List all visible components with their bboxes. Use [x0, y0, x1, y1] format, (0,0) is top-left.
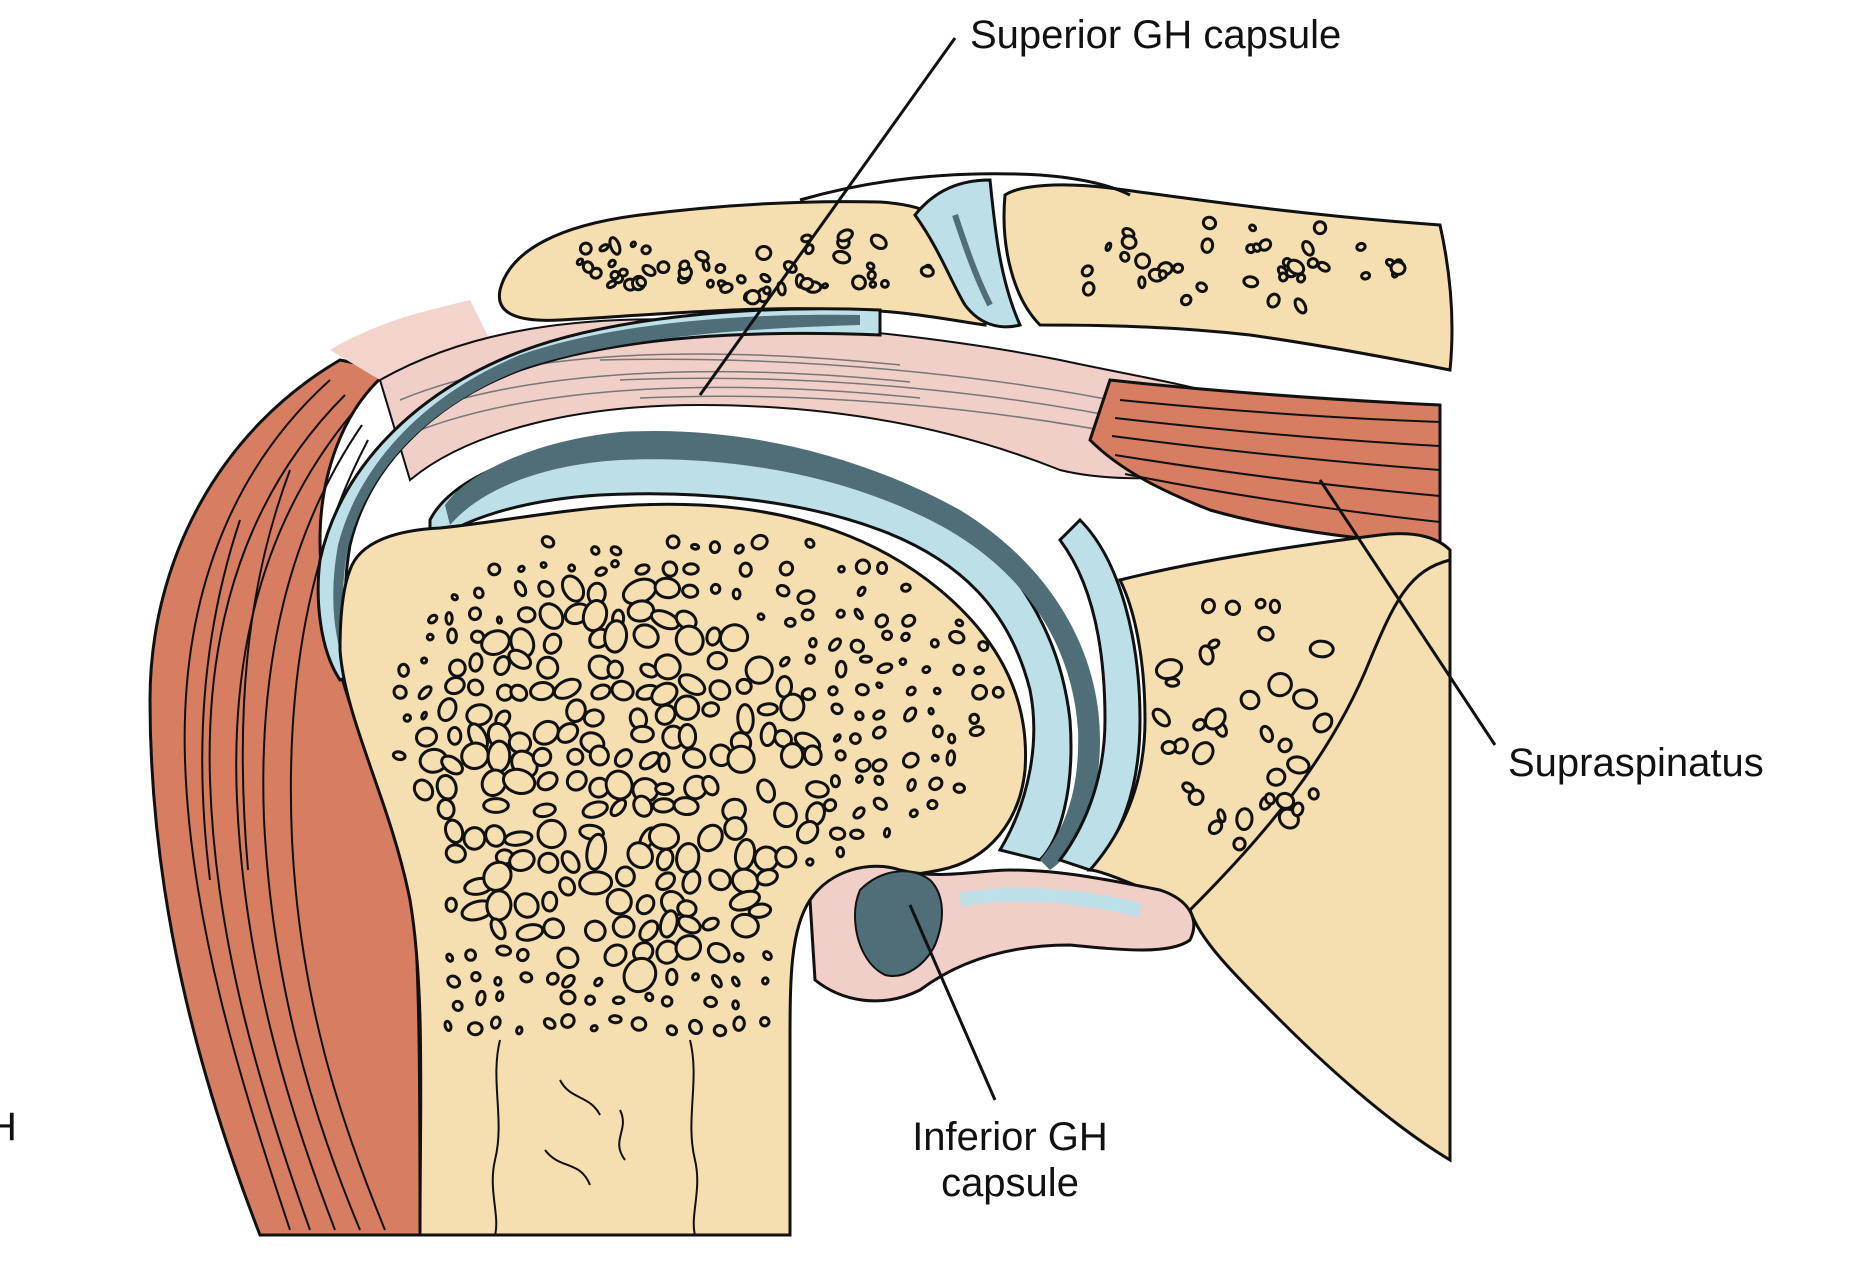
- edge-mark-label: H: [0, 1105, 17, 1149]
- inferior-gh-capsule-label-line1: Inferior GH: [912, 1115, 1108, 1159]
- acromion: [499, 202, 985, 325]
- supraspinatus-label: Supraspinatus: [1508, 741, 1764, 785]
- inferior-gh-capsule-label-line2: capsule: [941, 1161, 1079, 1205]
- clavicle: [1004, 185, 1452, 370]
- supraspinatus-muscle: [1090, 380, 1440, 545]
- superior-gh-capsule-label: Superior GH capsule: [970, 13, 1341, 57]
